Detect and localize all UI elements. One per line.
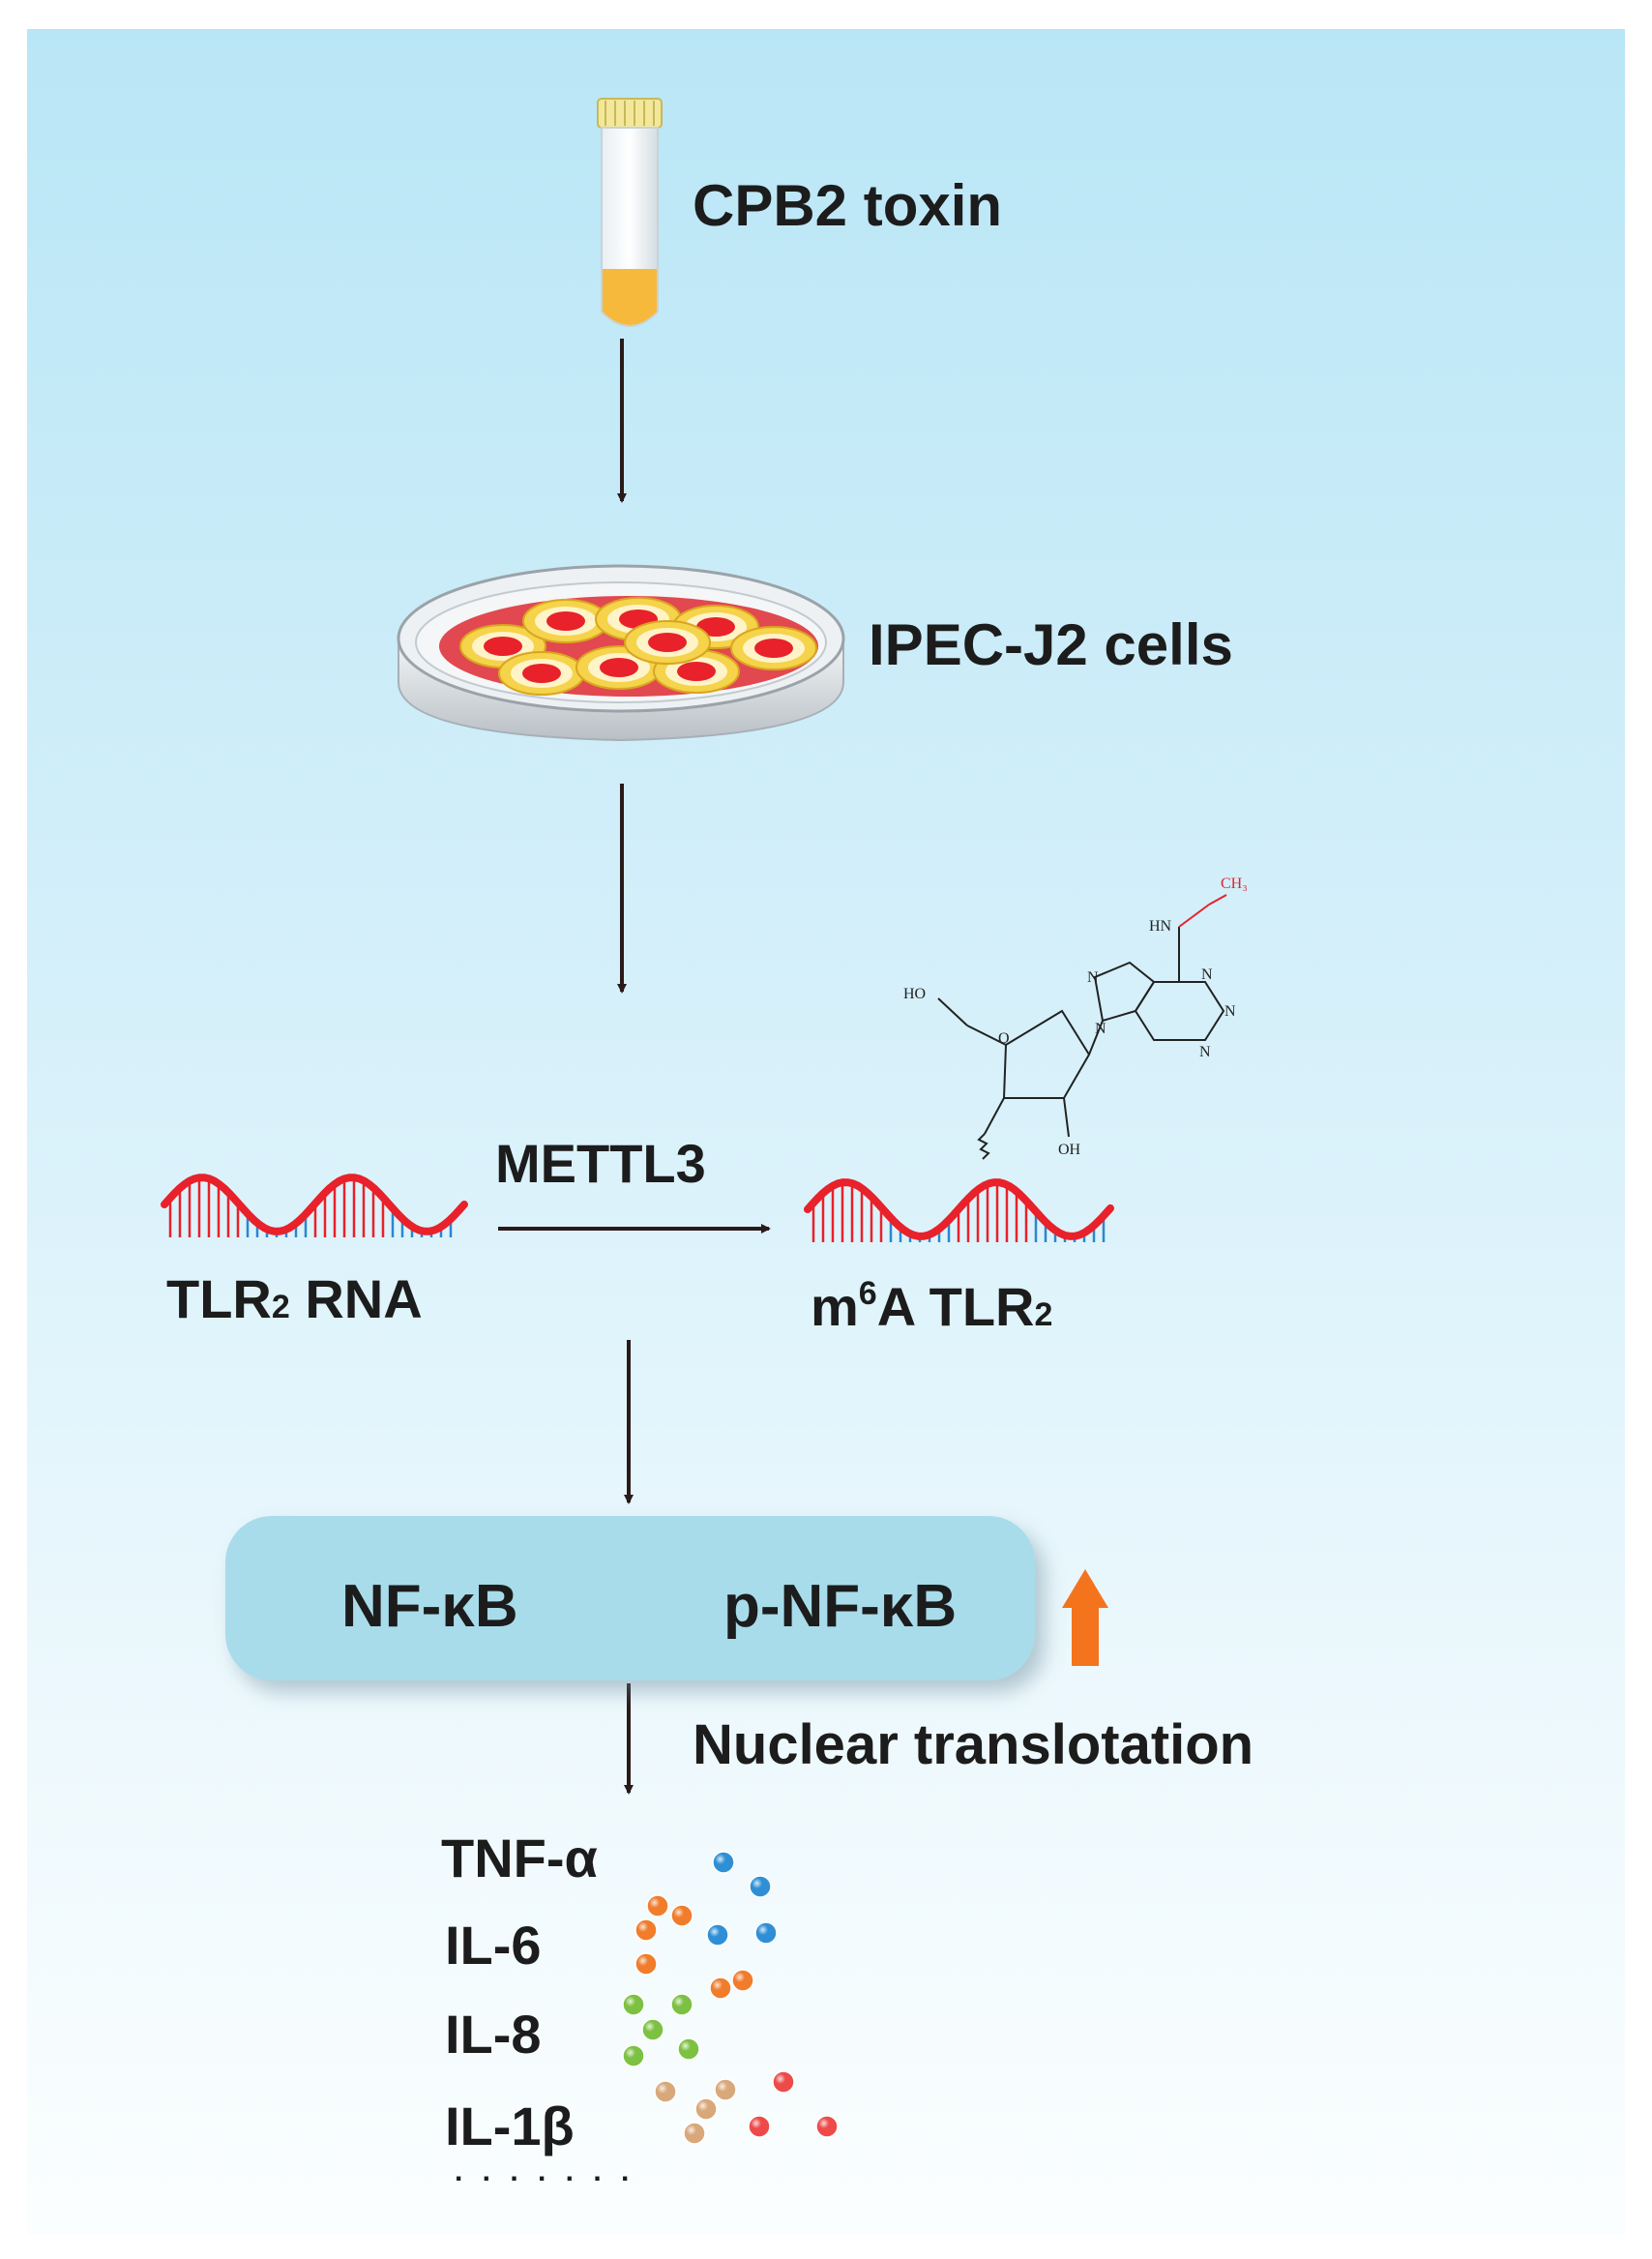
mol-n4-label: N bbox=[1087, 969, 1099, 986]
mol-n5-label: N bbox=[1095, 1021, 1106, 1037]
cytokine-il6-label: IL-6 bbox=[445, 1915, 542, 1976]
petri-dish-icon bbox=[397, 564, 845, 742]
cytokine-bead bbox=[670, 1993, 693, 2016]
cytokine-bead bbox=[749, 1875, 772, 1898]
m6a-m: m bbox=[811, 1276, 859, 1337]
cytokine-bead bbox=[646, 1894, 669, 1917]
cytokine-bead bbox=[654, 2080, 677, 2103]
cytokine-il1b-label: IL-1β bbox=[445, 2096, 575, 2156]
cytokine-bead bbox=[622, 2044, 645, 2067]
cytokine-bead bbox=[641, 2018, 664, 2041]
tlr2-rna-strand-icon bbox=[161, 1174, 468, 1237]
m6a-molecule-icon bbox=[937, 894, 1227, 1160]
nuclear-translocation-label: Nuclear translotation bbox=[693, 1713, 1254, 1776]
cytokine-bead bbox=[815, 2115, 839, 2138]
up-arrow-icon bbox=[1062, 1569, 1108, 1666]
tlr2-rna-main: TLR bbox=[166, 1268, 272, 1329]
cytokine-bead bbox=[754, 1921, 778, 1945]
cytokine-bead bbox=[694, 2097, 718, 2121]
cytokine-beads bbox=[622, 1851, 839, 2145]
rna-backbone bbox=[804, 1178, 1114, 1240]
p-nfkb-label: p-NF-κB bbox=[723, 1573, 958, 1640]
cell-icon bbox=[730, 626, 817, 670]
mol-ch3-label: CH₃ bbox=[1221, 876, 1248, 892]
cytokine-bead bbox=[748, 2115, 771, 2138]
cytokine-bead bbox=[677, 2037, 700, 2061]
cytokine-bead bbox=[683, 2122, 706, 2145]
m6a-tlr2-label: m6A TLR2 bbox=[811, 1275, 1052, 1338]
cytokine-bead bbox=[622, 1993, 645, 2016]
mol-n3-label: N bbox=[1199, 1044, 1211, 1060]
cpb2-toxin-label: CPB2 toxin bbox=[693, 173, 1003, 238]
cytokine-tnf-label: TNF-α bbox=[441, 1828, 598, 1888]
cell-icon bbox=[498, 651, 585, 696]
rna-backbone bbox=[161, 1174, 468, 1235]
cytokine-il8-label: IL-8 bbox=[445, 2004, 542, 2065]
cytokine-bead bbox=[634, 1952, 658, 1976]
cytokine-bead bbox=[634, 1918, 658, 1942]
m6a-main: A TLR bbox=[876, 1276, 1035, 1337]
cytokine-bead bbox=[772, 2070, 795, 2094]
cell-icon bbox=[624, 620, 711, 665]
figure-panel bbox=[27, 29, 1625, 2235]
m6a-sub: 2 bbox=[1034, 1296, 1053, 1333]
cytokine-bead bbox=[706, 1923, 729, 1947]
tlr2-rna-label: TLR2 RNA bbox=[166, 1267, 423, 1330]
tlr2-rna-suffix: RNA bbox=[289, 1268, 423, 1329]
cytokine-bead bbox=[731, 1969, 754, 1992]
m6a-sup: 6 bbox=[858, 1275, 877, 1312]
cytokine-bead bbox=[709, 1977, 732, 2000]
mol-n1-label: N bbox=[1201, 966, 1213, 983]
m6a-tlr2-strand-icon bbox=[804, 1178, 1114, 1242]
tlr2-rna-sub: 2 bbox=[271, 1289, 290, 1325]
nfkb-label: NF-κB bbox=[341, 1573, 518, 1640]
test-tube-icon bbox=[597, 98, 663, 327]
mol-o-label: O bbox=[998, 1030, 1010, 1047]
mettl3-label: METTL3 bbox=[495, 1133, 706, 1194]
mol-hn-label: HN bbox=[1149, 918, 1172, 935]
mol-n2-label: N bbox=[1224, 1003, 1236, 1020]
cell-icon bbox=[522, 599, 609, 643]
cytokine-bead bbox=[670, 1904, 693, 1927]
ipec-j2-cells-label: IPEC-J2 cells bbox=[869, 612, 1233, 677]
cytokine-bead bbox=[712, 1851, 735, 1874]
nfkb-box bbox=[225, 1516, 1035, 1680]
mol-ho-label: HO bbox=[903, 986, 926, 1002]
mol-oh-label: OH bbox=[1058, 1142, 1081, 1158]
ellipsis-label: . . . . . . . bbox=[455, 2155, 635, 2187]
cytokine-bead bbox=[714, 2078, 737, 2101]
